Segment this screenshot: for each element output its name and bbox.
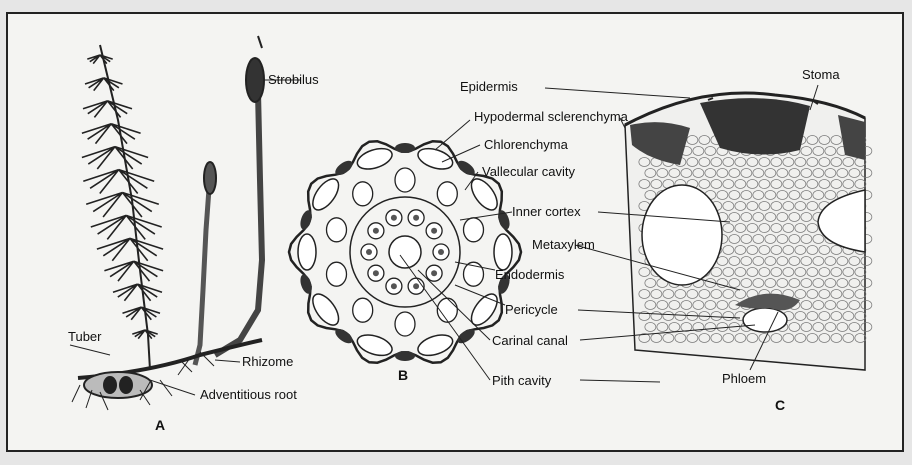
leaf-whorl (123, 307, 161, 320)
carinal-canal-shape (743, 308, 787, 332)
panel-label-c: C (775, 398, 785, 412)
leaf-whorl (132, 330, 157, 339)
carinal-canal-dot (431, 228, 437, 234)
vallecular-cavity-shape (464, 218, 484, 242)
enlarged-sector (625, 93, 872, 370)
vallecular-cavity-shape (327, 218, 347, 242)
leaf-whorl (83, 101, 132, 118)
label-pericycle: Pericycle (505, 303, 558, 317)
label-carinal-canal: Carinal canal (492, 334, 568, 348)
chlorenchyma-patch (298, 234, 316, 270)
leaf-whorl (86, 193, 159, 218)
leaf-whorl (97, 238, 163, 260)
sclerenchyma-patch (395, 143, 415, 153)
vallecular-cavity-shape (327, 262, 347, 286)
plant-habit-drawing (72, 36, 264, 410)
vallecular-cavity-shape (395, 312, 415, 336)
strobilus-cone (246, 58, 264, 102)
vallecular-cavity-shape (353, 182, 373, 206)
panel-label-b: B (398, 368, 408, 382)
label-adventitious-root: Adventitious root (200, 388, 297, 402)
leaf-whorl (87, 55, 112, 64)
label-epidermis: Epidermis (460, 80, 518, 94)
shoot-tip (258, 36, 262, 48)
leaf-whorl (113, 284, 162, 301)
label-inner-cortex: Inner cortex (512, 205, 581, 219)
label-pith-cavity: Pith cavity (492, 374, 551, 388)
carinal-canal-dot (391, 215, 397, 221)
carinal-canal-dot (391, 283, 397, 289)
carinal-canal-dot (413, 215, 419, 221)
leaf-whorls (82, 55, 163, 339)
label-chlorenchyma: Chlorenchyma (484, 138, 568, 152)
carinal-canal-dot (413, 283, 419, 289)
sterile-shoot (100, 45, 150, 370)
leaf-whorl (83, 170, 154, 194)
label-stoma: Stoma (802, 68, 840, 82)
vallecular-cavity-shape (395, 168, 415, 192)
fertile-shoot-short (195, 175, 210, 365)
tuber-body (84, 372, 152, 398)
label-phloem: Phloem (722, 372, 766, 386)
sclerenchyma-patch (395, 351, 415, 361)
vallecular-cavity-shape (642, 185, 722, 285)
label-hypodermal-sclerenchyma: Hypodermal sclerenchyma (474, 110, 628, 124)
leaf-whorl (91, 215, 162, 239)
leaf-whorl (104, 261, 163, 281)
label-metaxylem: Metaxylem (532, 238, 595, 252)
pith-cavity-shape (389, 236, 421, 268)
leaf-whorl (82, 124, 141, 144)
label-endodermis: Endodermis (495, 268, 564, 282)
carinal-canal-dot (373, 270, 379, 276)
carinal-canal-dot (438, 249, 444, 255)
carinal-canal-dot (373, 228, 379, 234)
label-vallecular-cavity: Vallecular cavity (482, 165, 575, 179)
carinal-canal-dot (366, 249, 372, 255)
leaf-whorl (85, 78, 123, 91)
strobilus-cone-small (204, 162, 216, 194)
label-tuber: Tuber (68, 330, 101, 344)
panel-label-a: A (155, 418, 165, 432)
carinal-canal-dot (431, 270, 437, 276)
vallecular-cavity-shape (437, 182, 457, 206)
vallecular-cavity-shape (353, 298, 373, 322)
chlorenchyma-patch (494, 234, 512, 270)
fertile-shoot-tall (215, 92, 262, 355)
label-strobilus: Strobilus (268, 73, 319, 87)
leaf-whorl (82, 147, 148, 169)
label-rhizome: Rhizome (242, 355, 293, 369)
